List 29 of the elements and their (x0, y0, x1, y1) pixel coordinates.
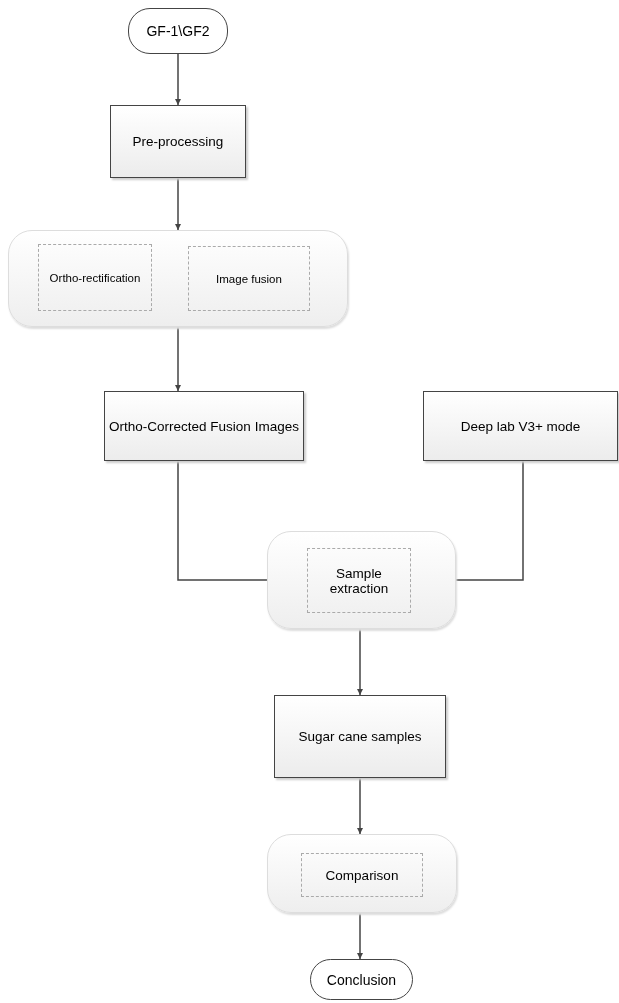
connector-arrow (357, 628, 363, 696)
node-label: Conclusion (325, 970, 398, 990)
connector-arrow (357, 912, 363, 960)
start-terminal (128, 8, 228, 54)
group-panel (267, 834, 457, 913)
subprocess-box (188, 246, 310, 311)
node-label: GF-1\GF2 (145, 22, 211, 41)
connector-arrow (175, 53, 181, 106)
subprocess-box (301, 853, 423, 897)
end-terminal (310, 959, 413, 1000)
process-box (423, 391, 618, 461)
connector-arrow (175, 326, 181, 392)
group-panel (8, 230, 348, 327)
subprocess-box (307, 548, 411, 613)
process-box (110, 105, 246, 178)
node-label: Sugar cane samples (297, 728, 423, 746)
connector-arrow (357, 777, 363, 835)
node-label: Ortho-rectification (48, 270, 142, 286)
node-label: Comparison (324, 866, 400, 885)
node-label: Pre-processing (131, 133, 225, 151)
node-label: Ortho-Corrected Fusion Images (108, 417, 300, 436)
node-label: Sample extraction (328, 564, 390, 598)
process-box (104, 391, 304, 461)
node-label: Deep lab V3+ mode (459, 417, 582, 436)
subprocess-box (38, 244, 152, 311)
node-label: Image fusion (215, 271, 283, 287)
process-box (274, 695, 446, 778)
group-panel (267, 531, 456, 629)
connector-arrow (175, 177, 181, 231)
